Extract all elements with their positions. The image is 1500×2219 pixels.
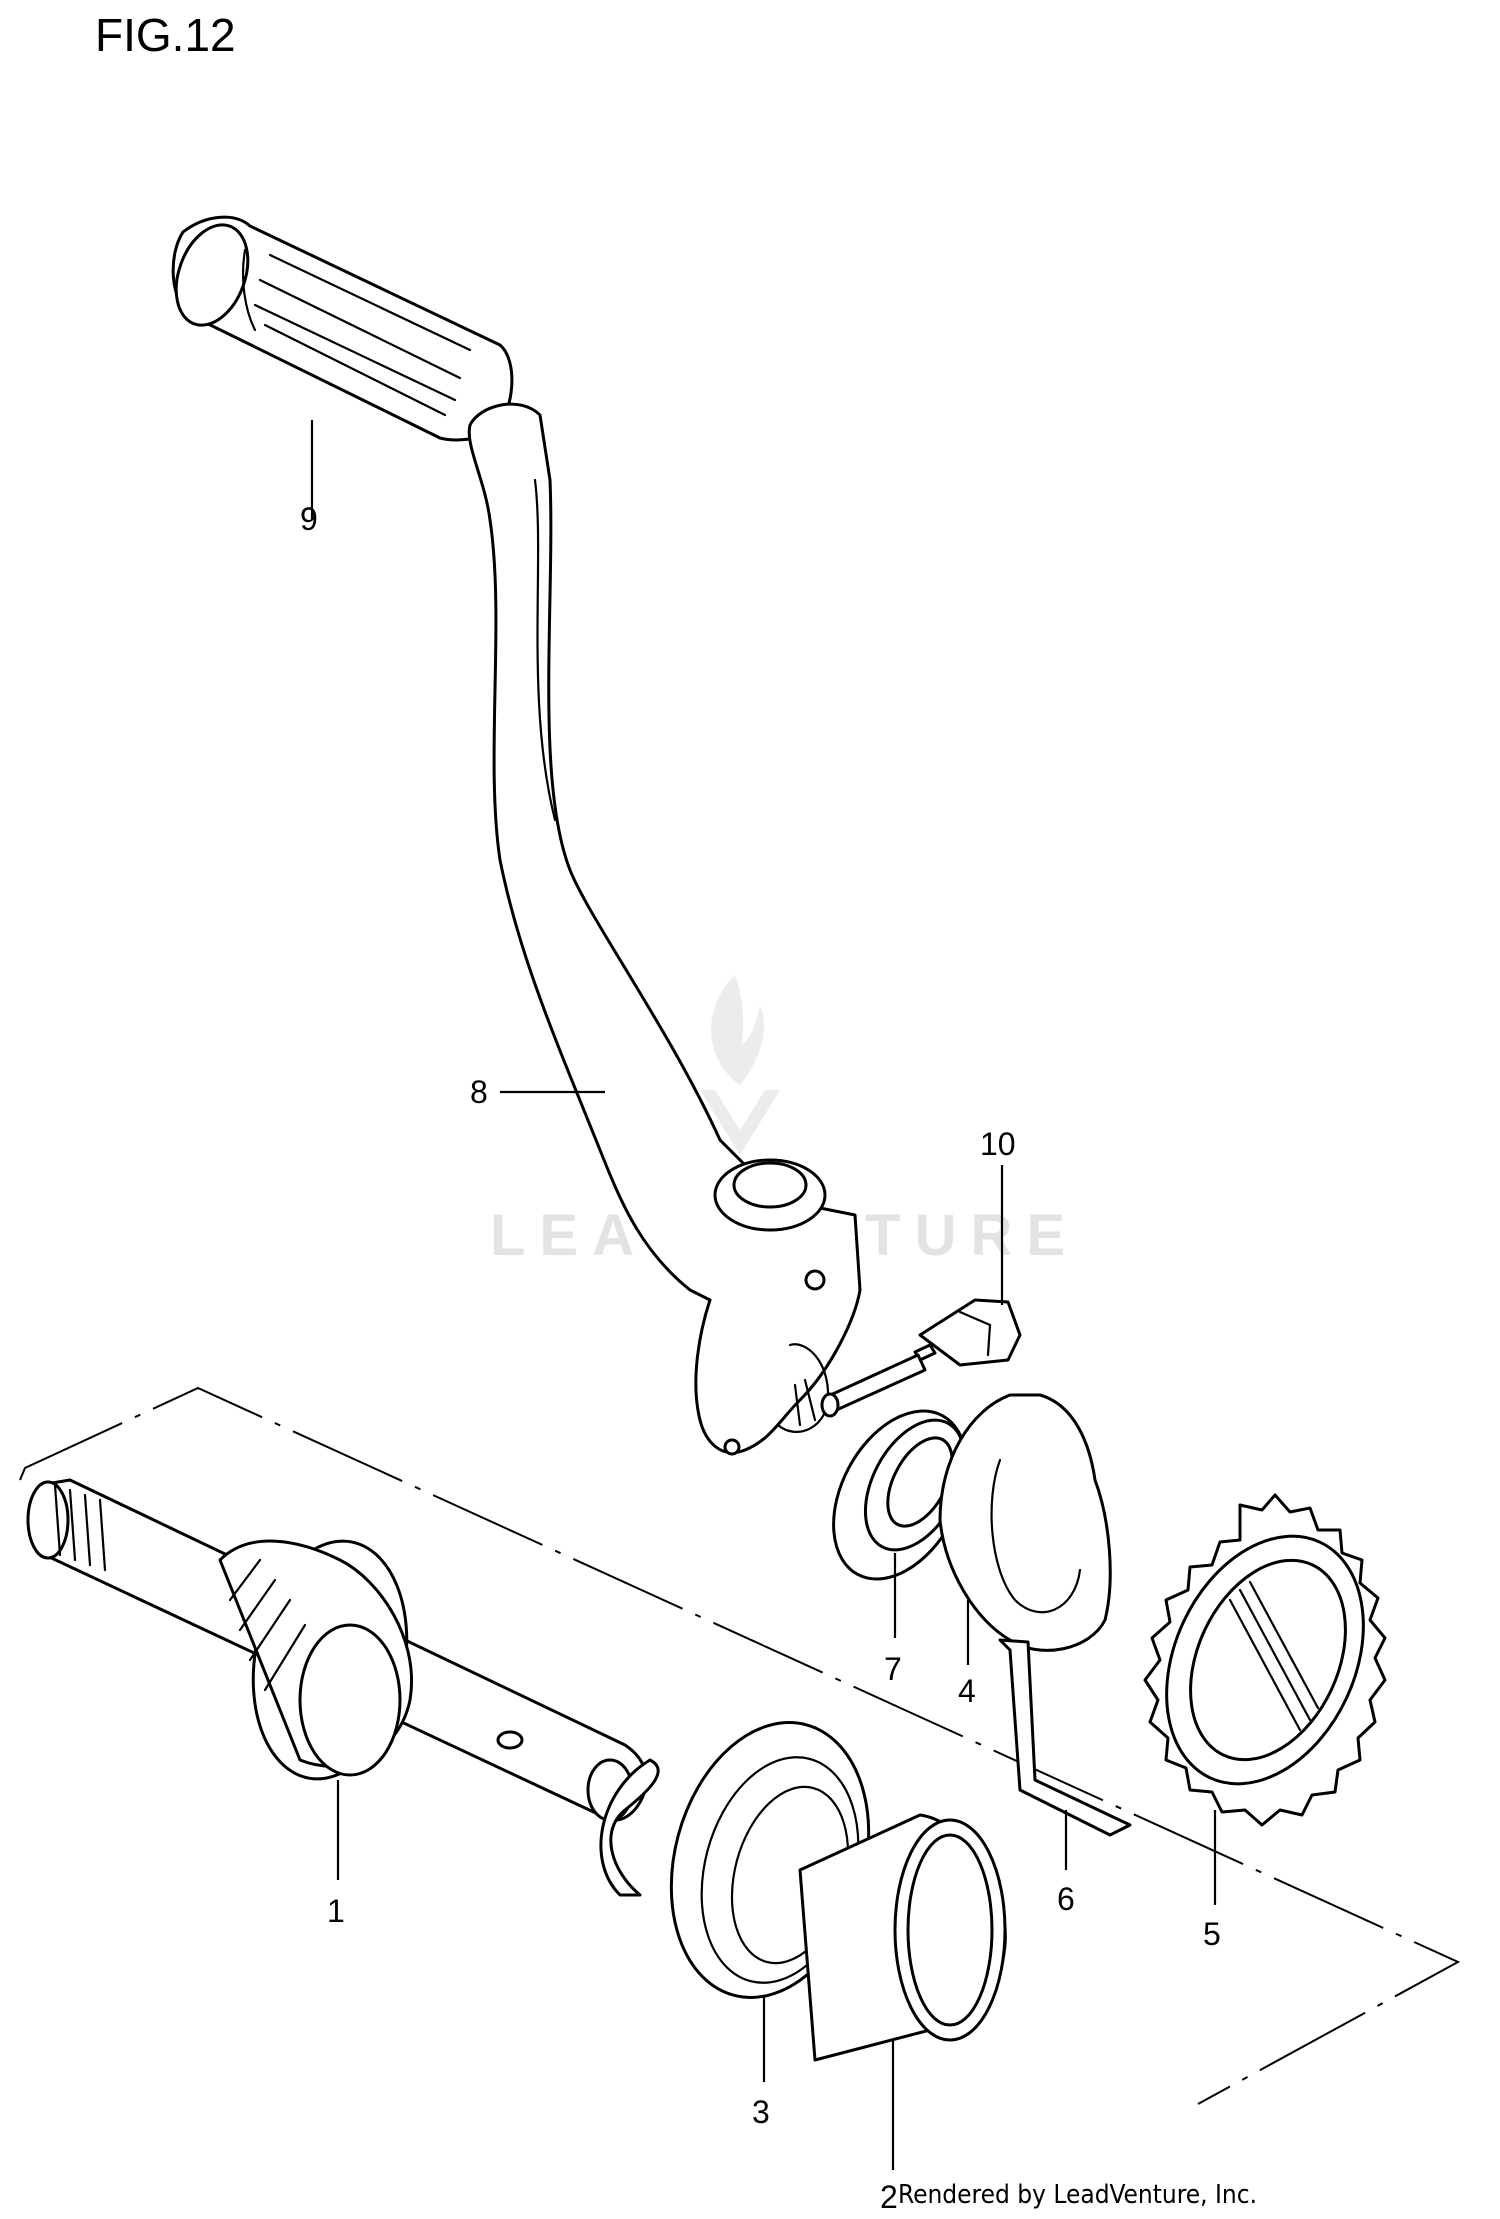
callout-8: 8	[470, 1074, 488, 1110]
callout-7: 7	[884, 1651, 902, 1687]
part-8-kick-lever	[467, 402, 862, 1456]
callout-3: 3	[752, 2094, 770, 2130]
callout-1: 1	[327, 1893, 345, 1929]
part-1-kick-shaft	[26, 1478, 648, 1822]
footer-credit: Rendered by LeadVenture, Inc.	[898, 2180, 1258, 2210]
part-5-kick-gear	[1143, 1493, 1387, 1827]
callout-9: 9	[300, 501, 318, 537]
callout-labels: 9 8 10 7 4 6 5 1 3 2	[300, 501, 1221, 2215]
figure-title: FIG.12	[95, 9, 236, 61]
part-2-sleeve	[798, 1813, 1007, 2062]
callout-5: 5	[1203, 1916, 1221, 1952]
callout-10: 10	[980, 1126, 1016, 1162]
watermark-v-icon	[700, 1090, 780, 1155]
callout-2: 2	[880, 2179, 898, 2215]
leader-lines	[310, 420, 1217, 2170]
watermark-flame-icon	[711, 975, 764, 1085]
callout-6: 6	[1057, 1881, 1075, 1917]
part-10-bolt	[820, 1298, 1022, 1418]
callout-4: 4	[958, 1673, 976, 1709]
part-4-return-spring	[938, 1393, 1132, 1837]
assembly-outline	[19, 1386, 1461, 2105]
part-9-kick-grip	[171, 215, 514, 442]
